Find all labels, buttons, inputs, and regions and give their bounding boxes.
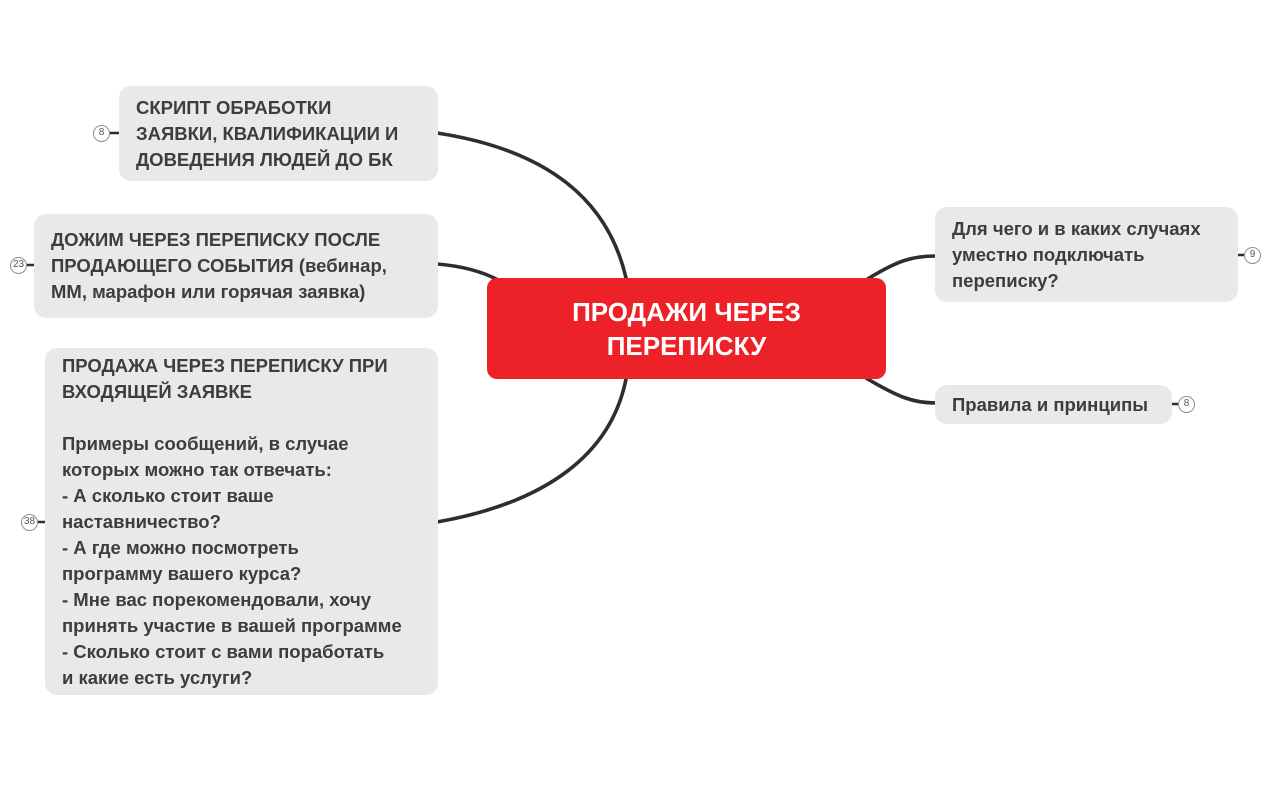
connector-line [864,254,938,282]
collapsed-children-badge[interactable]: 23 [10,257,27,274]
connector-line [435,262,502,283]
topic-label: Правила и принципы [952,393,1149,415]
topic-when-to-use[interactable]: Для чего и в каких случаях уместно подкл… [935,207,1238,302]
topic-label: Для чего и в каких случаях уместно подкл… [952,217,1201,291]
topic-sale-incoming-request[interactable]: ПРОДАЖА ЧЕРЕЗ ПЕРЕПИСКУ ПРИ ВХОДЯЩЕЙ ЗАЯ… [45,348,438,695]
connector-line [435,131,628,280]
central-topic[interactable]: ПРОДАЖИ ЧЕРЕЗ ПЕРЕПИСКУ [487,278,886,379]
collapsed-children-badge[interactable]: 9 [1244,247,1261,264]
collapsed-children-badge[interactable]: 38 [21,514,38,531]
topic-label: ПРОДАЖА ЧЕРЕЗ ПЕРЕПИСКУ ПРИ ВХОДЯЩЕЙ ЗАЯ… [62,354,402,688]
connector-line [435,377,628,524]
central-topic-label: ПРОДАЖИ ЧЕРЕЗ ПЕРЕПИСКУ [572,296,801,361]
collapsed-children-badge[interactable]: 8 [93,125,110,142]
topic-label: ДОЖИМ ЧЕРЕЗ ПЕРЕПИСКУ ПОСЛЕ ПРОДАЮЩЕГО С… [51,229,387,302]
topic-label: СКРИПТ ОБРАБОТКИ ЗАЯВКИ, КВАЛИФИКАЦИИ И … [136,96,399,170]
topic-script-processing[interactable]: СКРИПТ ОБРАБОТКИ ЗАЯВКИ, КВАЛИФИКАЦИИ И … [119,86,438,181]
topic-rules-principles[interactable]: Правила и принципы [935,385,1172,424]
connector-line [864,376,938,405]
collapsed-children-badge[interactable]: 8 [1178,396,1195,413]
topic-dozhim-after-event[interactable]: ДОЖИМ ЧЕРЕЗ ПЕРЕПИСКУ ПОСЛЕ ПРОДАЮЩЕГО С… [34,214,438,318]
